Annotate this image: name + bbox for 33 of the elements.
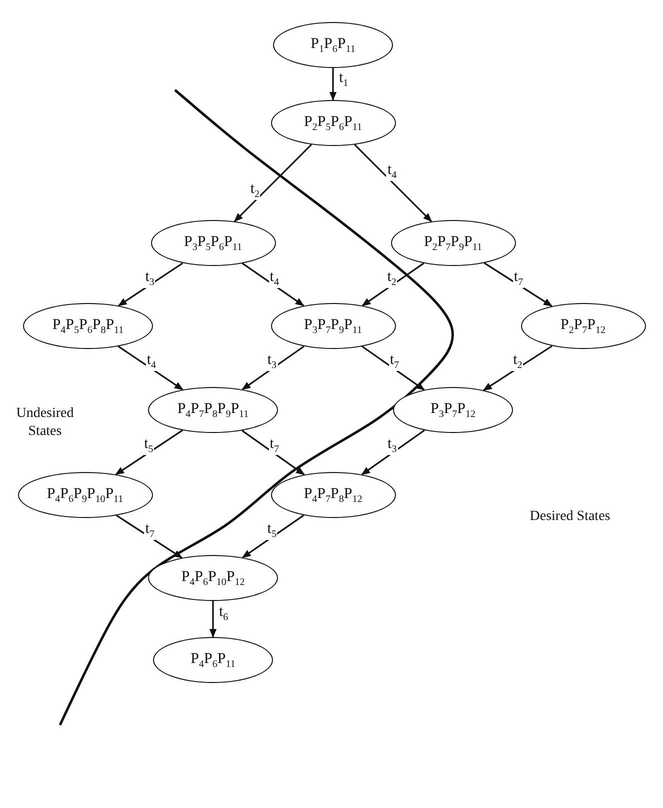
state-ellipse xyxy=(390,220,516,266)
arrow xyxy=(116,514,183,558)
arrow xyxy=(118,346,184,390)
state-label: P$_{2}$P$_{7}$P$_{9}$P$_{11}$ xyxy=(424,234,482,252)
arrow xyxy=(329,68,337,101)
state-label: P$_{1}$P$_{6}$P$_{11}$ xyxy=(310,36,356,54)
state-label: P$_{2}$P$_{5}$P$_{6}$P$_{11}$ xyxy=(304,114,362,132)
arrow xyxy=(242,346,304,390)
region-label: Desired States xyxy=(528,508,612,526)
state-label: P$_{4}$P$_{7}$P$_{8}$P$_{9}$P$_{11}$ xyxy=(177,400,249,420)
arrow xyxy=(234,144,312,222)
state-label: P$_{3}$P$_{7}$P$_{9}$P$_{11}$ xyxy=(304,316,362,336)
arrow xyxy=(242,262,304,306)
arrow xyxy=(115,430,183,476)
state-label: P$_{3}$P$_{7}$P$_{12}$ xyxy=(430,400,476,420)
state-label: P$_{2}$P$_{7}$P$_{12}$ xyxy=(560,316,606,336)
region-label: Undesired States xyxy=(15,405,75,442)
state-label: P$_{3}$P$_{5}$P$_{6}$P$_{11}$ xyxy=(184,234,242,252)
state-label: P$_{4}$P$_{6}$P$_{11}$ xyxy=(190,650,236,670)
arrow xyxy=(242,430,305,476)
arrow xyxy=(484,262,553,307)
arrow xyxy=(118,262,184,306)
arrow xyxy=(209,601,217,638)
arrow xyxy=(362,346,425,390)
arrow xyxy=(361,430,425,476)
arrow xyxy=(354,144,432,222)
state-label: P$_{4}$P$_{6}$P$_{10}$P$_{12}$ xyxy=(181,568,245,588)
state-label: P$_{4}$P$_{6}$P$_{9}$P$_{10}$P$_{11}$ xyxy=(46,486,124,504)
arrow xyxy=(362,262,424,306)
arrow xyxy=(242,514,304,558)
state-label: P$_{4}$P$_{5}$P$_{6}$P$_{8}$P$_{11}$ xyxy=(52,316,124,336)
state-label: P$_{4}$P$_{7}$P$_{8}$P$_{12}$ xyxy=(304,486,362,504)
arrow xyxy=(482,345,552,391)
